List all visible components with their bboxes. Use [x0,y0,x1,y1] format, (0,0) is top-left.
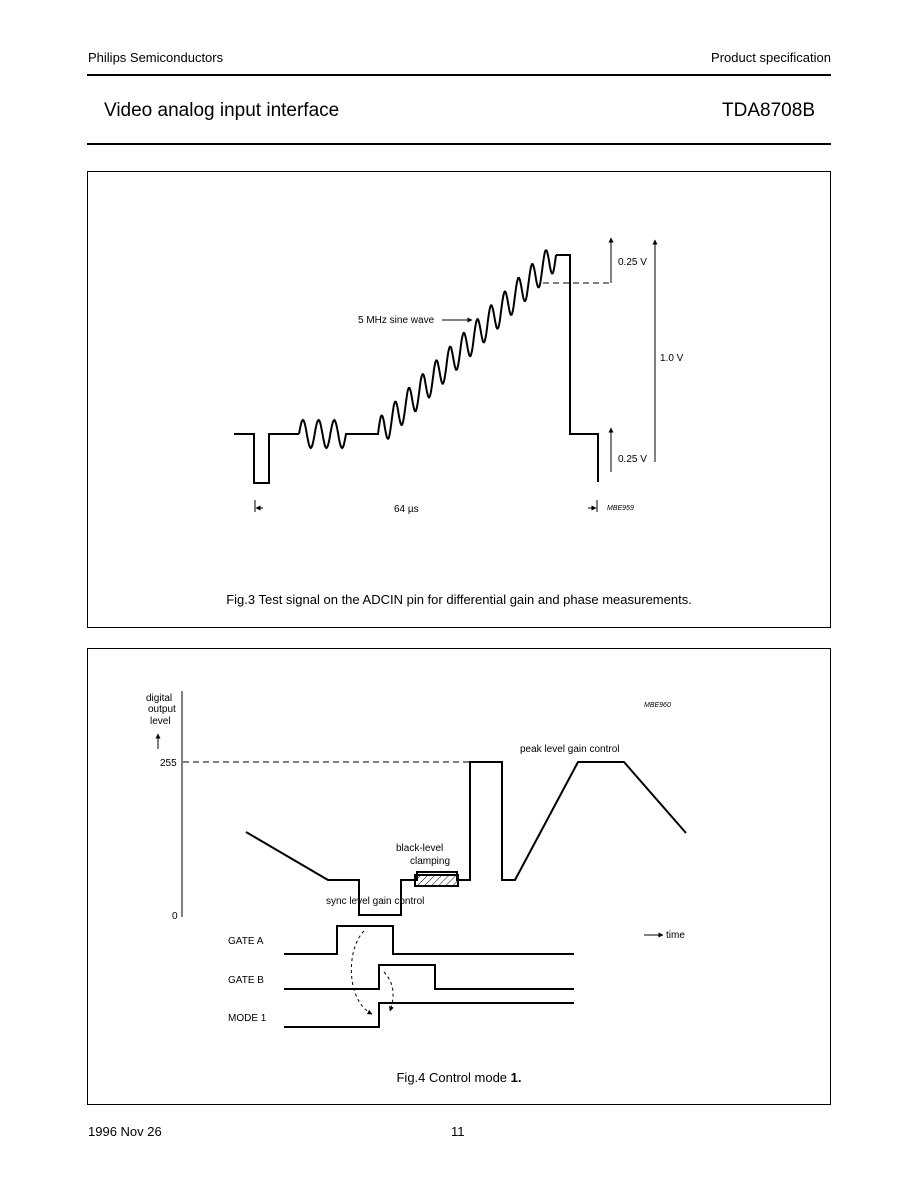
y-axis-label-line2: output [148,704,176,715]
period-label: 64 µs [394,504,419,515]
sine-wave-label: 5 MHz sine wave [358,315,435,326]
header-rule [87,74,831,76]
bottom-0-25v-label: 0.25 V [618,454,647,465]
y-tick-0: 0 [172,911,178,922]
figure-4-caption-text: Fig.4 Control mode [396,1070,511,1085]
black-level-label-line2: clamping [410,856,450,867]
top-0-25v-label: 0.25 V [618,257,647,268]
title-rule [87,143,831,145]
sync-level-label: sync level gain control [326,896,424,907]
y-axis-label-line3: level [150,716,171,727]
gate-b-to-mode-1-arrow [383,971,394,1012]
page-number: 11 [451,1124,465,1139]
figure-3-diagram: 5 MHz sine wave 0.25 V 1.0 V 0.25 V 64 µ… [234,237,684,515]
figure-4-caption: Fig.4 Control mode 1. [88,1070,830,1085]
figure-4: digital output level 255 0 peak level ga… [87,648,831,1105]
ramp-sine-waveform [298,249,557,450]
gate-a-signal [284,925,574,955]
company-name: Philips Semiconductors [88,50,224,65]
part-number: TDA8708B [722,100,815,121]
y-tick-255: 255 [160,758,177,769]
figure-code: MBE959 [607,505,634,512]
y-axis-label-line1: digital [146,693,172,704]
output-level-waveform [245,761,687,916]
staircase-end [556,254,599,482]
document-type: Product specification [711,50,831,65]
footer-date: 1996 Nov 26 [88,1124,162,1139]
mode-1-signal [284,1002,574,1028]
figure-4-caption-mode: 1. [510,1070,522,1085]
gate-b-signal [284,964,574,990]
figure-3-caption: Fig.3 Test signal on the ADCIN pin for d… [226,592,692,607]
black-level-clamping-box [414,874,459,887]
figure-4-diagram: digital output level 255 0 peak level ga… [146,691,687,1028]
1-0v-label: 1.0 V [660,353,684,364]
peak-level-label: peak level gain control [520,744,620,755]
gate-a-to-mode-1-arrow [350,930,373,1015]
figure-code: MBE960 [644,702,671,709]
black-level-label-line1: black-level [396,843,443,854]
page-title: Video analog input interface [104,100,340,121]
test-signal-waveform [234,433,299,484]
mode-1-label: MODE 1 [228,1013,267,1024]
figure-3: 5 MHz sine wave 0.25 V 1.0 V 0.25 V 64 µ… [87,171,831,628]
gate-a-label: GATE A [228,936,264,947]
time-label: time [666,930,685,941]
gate-b-label: GATE B [228,975,264,986]
